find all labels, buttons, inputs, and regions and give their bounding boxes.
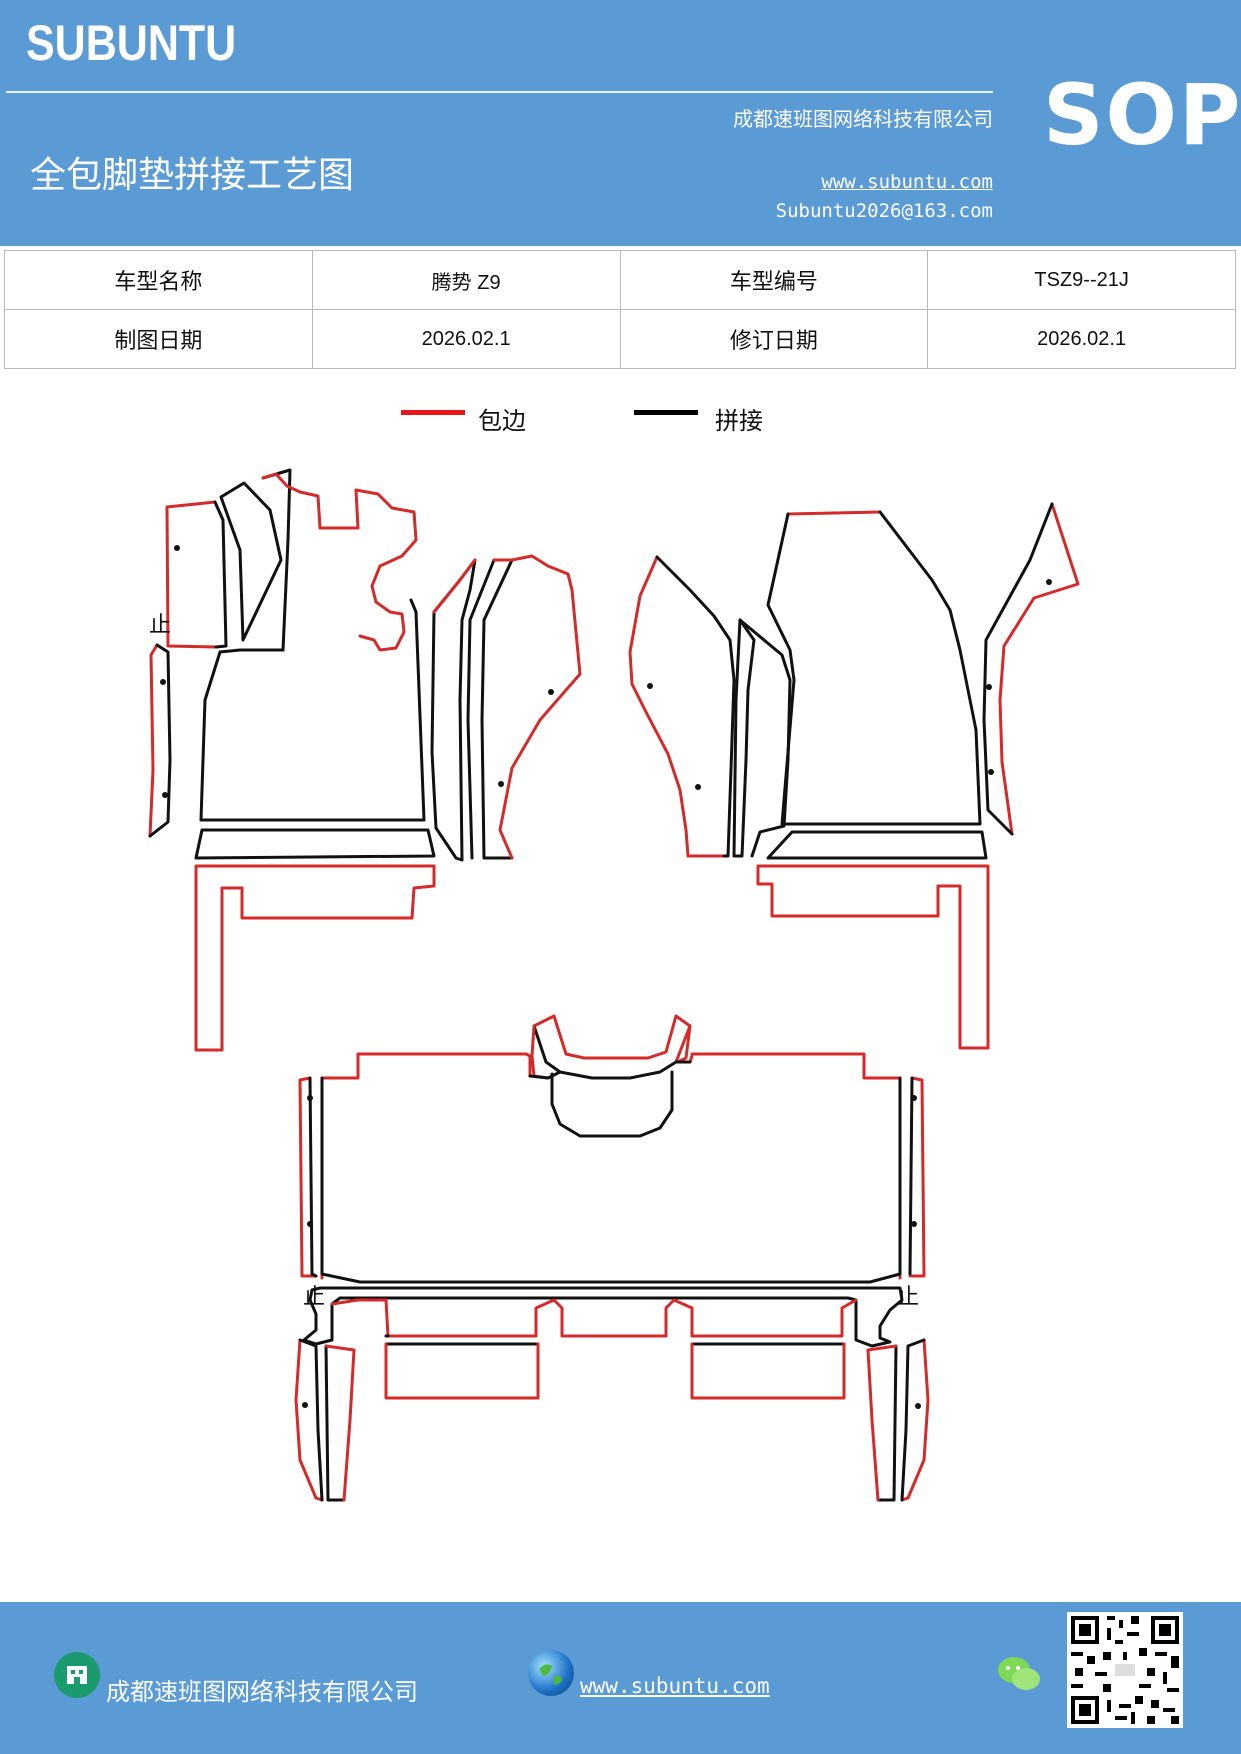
rear-mat xyxy=(294,1014,930,1502)
model-name-value: 腾势 Z9 xyxy=(311,250,621,310)
info-table: 车型名称 腾势 Z9 车型编号 TSZ9--21J 制图日期 2026.02.1… xyxy=(4,250,1236,369)
stop-mark: 止 xyxy=(149,613,171,638)
model-code-value: TSZ9--21J xyxy=(927,250,1236,310)
draw-date-label: 制图日期 xyxy=(4,309,313,369)
revision-date-label: 修订日期 xyxy=(619,309,929,369)
model-code-label: 车型编号 xyxy=(619,250,929,310)
wechat-icon[interactable] xyxy=(996,1654,1042,1694)
front-right-mat xyxy=(628,502,1080,1050)
legend-swatch-seam xyxy=(634,410,698,415)
page-title: 全包脚垫拼接工艺图 xyxy=(30,155,355,196)
building-icon xyxy=(54,1652,100,1698)
legend-label-edge: 包边 xyxy=(478,407,526,435)
footer-company-name: 成都速班图网络科技有限公司 xyxy=(106,1678,418,1706)
header-divider xyxy=(6,91,993,93)
company-name: 成都速班图网络科技有限公司 xyxy=(733,107,993,131)
table-row: 车型名称 腾势 Z9 车型编号 TSZ9--21J xyxy=(4,250,1236,310)
model-name-label: 车型名称 xyxy=(4,250,313,310)
stop-mark: 止 xyxy=(303,1285,325,1310)
brand-logo: SUBUNTU xyxy=(26,15,237,71)
website-link[interactable]: www.subuntu.com xyxy=(821,171,993,193)
front-left-mat xyxy=(148,468,582,1052)
email-address[interactable]: Subuntu2026@163.com xyxy=(775,200,993,222)
legend-swatch-edge xyxy=(401,410,465,415)
page-header: SUBUNTU 成都速班图网络科技有限公司 全包脚垫拼接工艺图 www.subu… xyxy=(0,0,1241,246)
revision-date-value: 2026.02.1 xyxy=(927,309,1236,369)
table-row: 制图日期 2026.02.1 修订日期 2026.02.1 xyxy=(4,309,1236,369)
mat-splice-diagram: 止 止 止 xyxy=(148,468,1080,1502)
qr-code xyxy=(1067,1612,1183,1728)
globe-icon xyxy=(528,1650,574,1696)
legend-label-seam: 拼接 xyxy=(715,407,763,435)
footer-website-link[interactable]: www.subuntu.com xyxy=(580,1674,770,1698)
page-footer: 成都速班图网络科技有限公司 www.subuntu.com xyxy=(0,1602,1241,1754)
sop-badge: SOP xyxy=(1043,66,1241,164)
draw-date-value: 2026.02.1 xyxy=(311,309,621,369)
stop-mark: 止 xyxy=(897,1285,919,1310)
